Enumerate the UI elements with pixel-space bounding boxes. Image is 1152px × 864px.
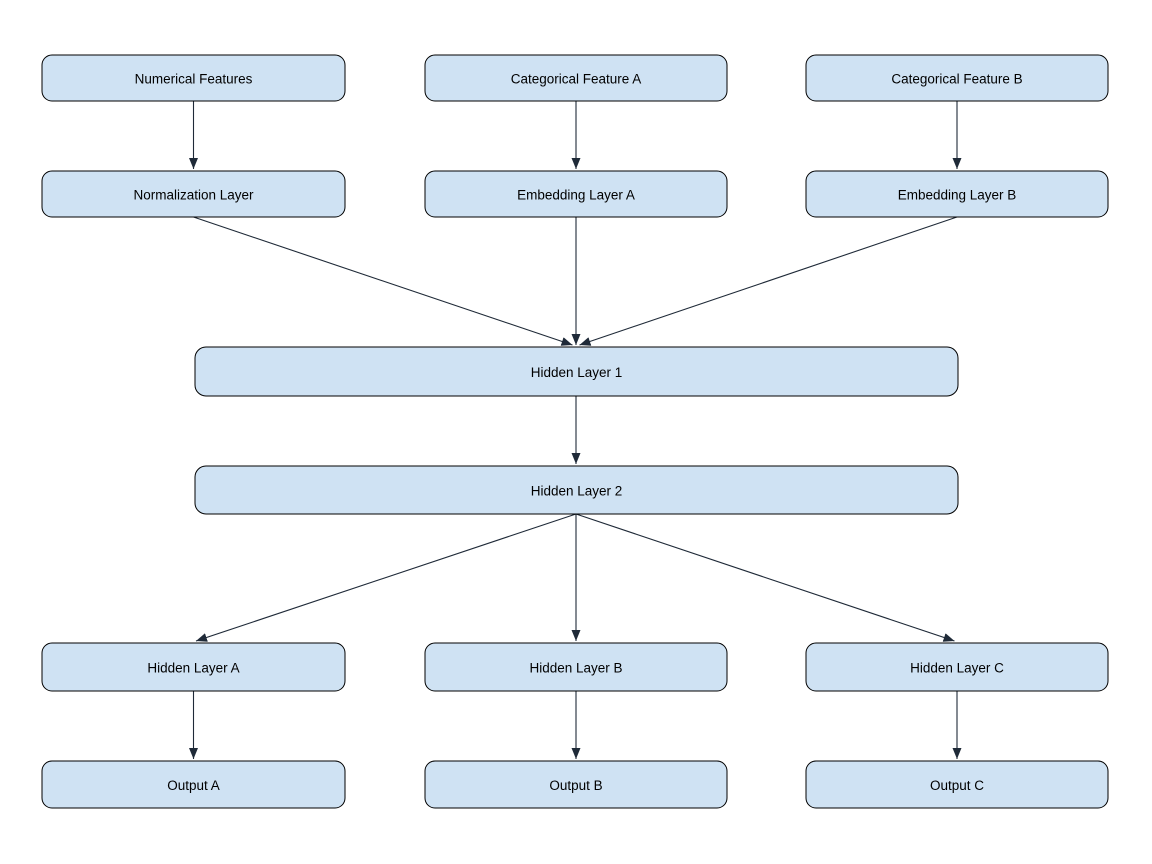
node-box (424, 170, 728, 218)
edge-hidden-layer-2-to-hidden-layer-a (195, 513, 577, 642)
node-label: Hidden Layer 1 (531, 365, 623, 380)
node-box (194, 346, 959, 397)
node-box (194, 465, 959, 515)
node-box (424, 54, 728, 102)
node-label: Hidden Layer 2 (531, 484, 623, 499)
node-box (41, 54, 346, 102)
node-embedding-layer-b: Embedding Layer B (805, 170, 1109, 218)
node-label: Categorical Feature A (511, 72, 642, 87)
node-categorical-feature-a: Categorical Feature A (424, 54, 728, 102)
node-embedding-layer-a: Embedding Layer A (424, 170, 728, 218)
node-hidden-layer-b: Hidden Layer B (424, 642, 728, 692)
node-label: Normalization Layer (133, 188, 254, 203)
node-box (424, 642, 728, 692)
node-output-a: Output A (41, 760, 346, 809)
node-box (41, 760, 346, 809)
edge-layer (189, 101, 962, 759)
node-hidden-layer-a: Hidden Layer A (41, 642, 346, 692)
node-box (41, 642, 346, 692)
node-categorical-feature-b: Categorical Feature B (805, 54, 1109, 102)
edge-embedding-layer-b-to-hidden-layer-1 (579, 216, 958, 346)
node-box (805, 54, 1109, 102)
node-label: Hidden Layer C (910, 661, 1004, 676)
node-output-c: Output C (805, 760, 1109, 809)
node-box (41, 170, 346, 218)
node-box (805, 642, 1109, 692)
node-numerical-features: Numerical Features (41, 54, 346, 102)
node-box (805, 170, 1109, 218)
node-label: Embedding Layer A (517, 188, 635, 203)
node-label: Hidden Layer A (147, 661, 239, 676)
node-box (805, 760, 1109, 809)
node-label: Output B (549, 778, 602, 793)
node-normalization-layer: Normalization Layer (41, 170, 346, 218)
node-hidden-layer-1: Hidden Layer 1 (194, 346, 959, 397)
node-box (424, 760, 728, 809)
node-label: Categorical Feature B (891, 72, 1022, 87)
edge-normalization-layer-to-hidden-layer-1 (193, 216, 573, 346)
node-output-b: Output B (424, 760, 728, 809)
node-label: Numerical Features (135, 72, 253, 87)
node-label: Output A (167, 778, 220, 793)
node-label: Hidden Layer B (529, 661, 622, 676)
node-label: Output C (930, 778, 984, 793)
node-hidden-layer-2: Hidden Layer 2 (194, 465, 959, 515)
node-label: Embedding Layer B (898, 188, 1017, 203)
edge-hidden-layer-2-to-hidden-layer-c (575, 513, 955, 642)
node-hidden-layer-c: Hidden Layer C (805, 642, 1109, 692)
